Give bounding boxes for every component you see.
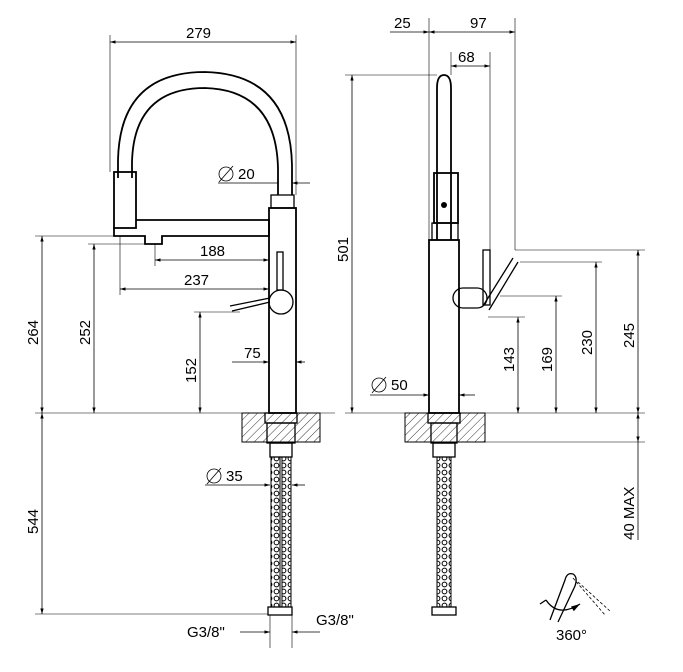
dim-label-143: 143	[501, 347, 518, 372]
dim-label-245: 245	[621, 323, 638, 348]
dim-label-279: 279	[186, 25, 211, 42]
dim-label-169: 169	[539, 347, 556, 372]
diameter-symbol-icon-2	[206, 468, 222, 484]
thread-label-right: G3/8"	[316, 612, 354, 629]
shank-thread	[269, 442, 293, 458]
dim-label-188: 188	[200, 243, 225, 260]
dim-label-25: 25	[394, 15, 411, 32]
lever-hub	[268, 289, 294, 315]
side-spout-tube	[436, 74, 452, 240]
dim-label-152: 152	[183, 358, 200, 383]
dim-label-264: 264	[25, 320, 42, 345]
spout-arch-outer	[117, 71, 293, 195]
diameter-symbol-icon-3	[371, 377, 387, 393]
front-view: 279 20 188 237 264 252 152 75	[25, 25, 354, 648]
diameter-symbol-icon	[218, 166, 234, 182]
side-lever-alt	[482, 257, 514, 307]
dim-label-dia20: 20	[238, 166, 255, 183]
side-lever-hub	[452, 287, 488, 309]
side-body	[428, 239, 460, 414]
side-view: 25 97 68 501 50 143 169 230 245	[335, 15, 645, 644]
hose-right	[281, 456, 292, 608]
rotation-360-icon	[539, 572, 611, 623]
dim-label-75: 75	[244, 345, 261, 362]
rotation-label: 360°	[556, 627, 587, 644]
hose-fitting	[267, 606, 293, 616]
dim-label-68: 68	[458, 49, 475, 66]
spout-arch-inner	[131, 87, 279, 195]
dim-label-501: 501	[335, 237, 352, 262]
dim-label-252: 252	[77, 320, 94, 345]
side-hose-fitting	[431, 606, 457, 616]
side-collar	[431, 222, 459, 241]
dim-label-dia50: 50	[391, 377, 408, 394]
dim-label-40max: 40 MAX	[621, 487, 638, 540]
dim-label-544: 544	[25, 509, 42, 534]
dim-label-97: 97	[470, 15, 487, 32]
countertop-section-side	[404, 412, 486, 443]
body-top-collar	[270, 194, 295, 209]
side-hose	[436, 456, 452, 608]
lever-alt-position	[229, 297, 271, 307]
spout-bar	[113, 219, 270, 245]
dim-label-237: 237	[184, 272, 209, 289]
lever-alt-position-2	[231, 301, 271, 312]
countertop-section	[241, 412, 321, 443]
spray-button	[441, 202, 447, 208]
thread-label-left: G3/8"	[187, 624, 225, 641]
dim-label-dia35: 35	[226, 468, 243, 485]
hose-left	[270, 456, 281, 608]
lever-handle	[276, 251, 284, 291]
spray-head	[113, 171, 137, 229]
side-lever	[482, 249, 491, 306]
side-shank-thread	[432, 442, 456, 458]
dim-label-230: 230	[579, 330, 596, 355]
